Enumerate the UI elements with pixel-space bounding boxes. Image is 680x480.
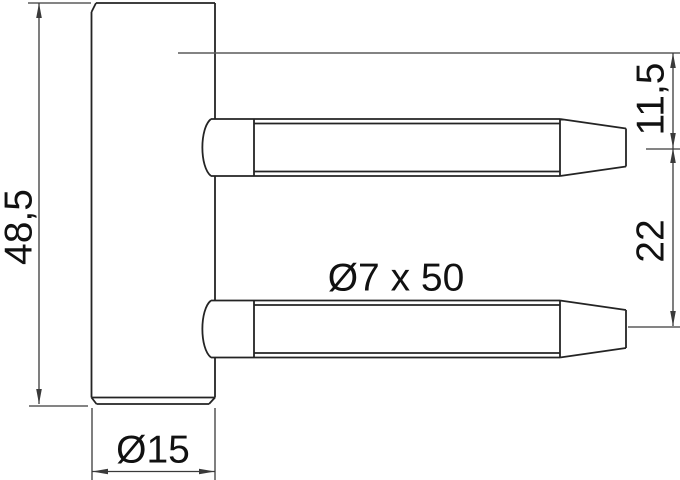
top-pin	[201, 118, 627, 177]
pin-top-offset-label: 11,5	[630, 62, 673, 135]
bottom-pin	[201, 299, 627, 359]
pin-spacing-label: 22	[630, 219, 673, 262]
dimension-body-diameter: Ø15	[91, 408, 216, 480]
arrow-left-icon	[92, 468, 108, 475]
dimension-pin-top-offset: 11,5	[178, 52, 680, 150]
arrow-up-icon	[670, 53, 676, 68]
arrow-right-icon	[199, 468, 215, 475]
dimension-pin-spacing: 22	[628, 148, 680, 328]
arrow-down-icon	[36, 389, 42, 404]
dimension-overall-height: 48,5	[0, 2, 91, 407]
body-outline	[90, 2, 216, 405]
body-diameter-label: Ø15	[116, 429, 190, 472]
pin-size-label: Ø7 x 50	[328, 257, 465, 300]
callout-pin-size: Ø7 x 50	[328, 257, 465, 300]
overall-height-label: 48,5	[0, 189, 41, 265]
arrow-up-icon	[670, 148, 676, 163]
arrow-down-icon	[670, 311, 676, 326]
arrow-down-icon	[670, 133, 676, 148]
hinge-body	[90, 2, 216, 405]
arrow-up-icon	[36, 3, 42, 18]
